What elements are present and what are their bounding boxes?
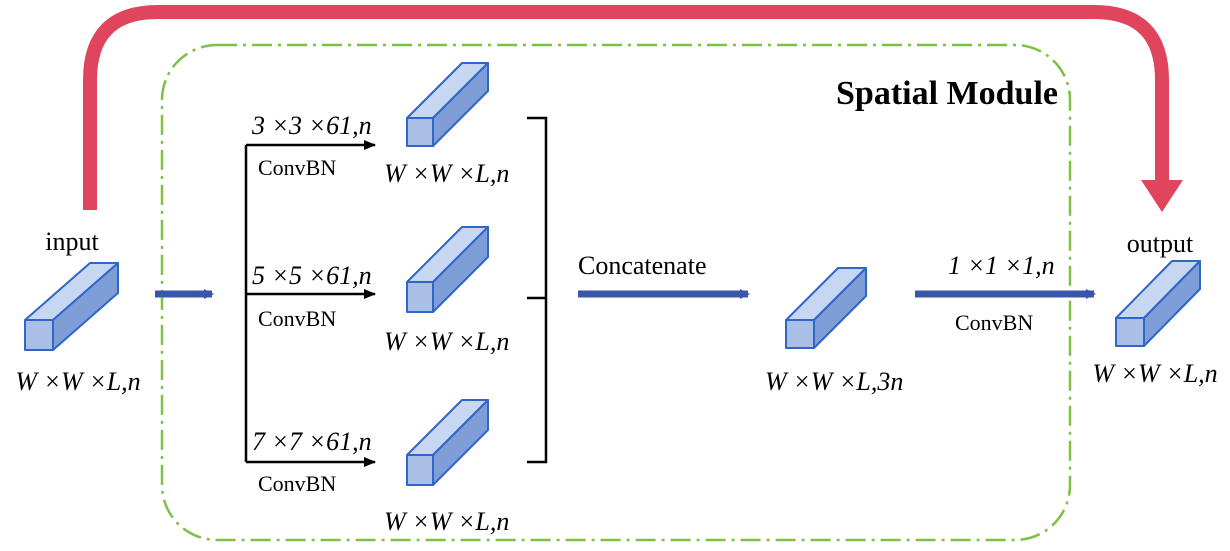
branch-1-dims: W ×W ×L,n <box>384 159 509 188</box>
branch-1-cube <box>406 62 489 147</box>
branch-3-kernel: 7 ×7 ×61,n <box>252 427 372 456</box>
output-dims: W ×W ×L,n <box>1092 359 1217 388</box>
branch-tree <box>244 140 376 467</box>
branch-3-dims: W ×W ×L,n <box>384 507 509 536</box>
input-dims: W ×W ×L,n <box>15 367 140 396</box>
branch-1-kernel: 3 ×3 ×61,n <box>251 111 372 140</box>
output-label: output <box>1127 229 1194 258</box>
branch-3-cube <box>406 399 489 486</box>
branch-2-op: ConvBN <box>258 306 336 331</box>
concat-label: Concatenate <box>578 251 707 280</box>
input-label: input <box>45 227 99 256</box>
skip-connection-arrow <box>83 5 1183 212</box>
final-conv-kernel: 1 ×1 ×1,n <box>948 251 1055 280</box>
branch-2-dims: W ×W ×L,n <box>384 327 509 356</box>
final-conv-op: ConvBN <box>955 310 1033 335</box>
branch-2-cube <box>406 226 489 313</box>
output-cube <box>1115 260 1201 347</box>
input-cube <box>24 262 119 351</box>
branch-1-op: ConvBN <box>258 155 336 180</box>
concat-cube <box>785 267 867 349</box>
branch-2-kernel: 5 ×5 ×61,n <box>252 261 372 290</box>
concat-bracket <box>527 116 548 464</box>
concat-dims: W ×W ×L,3n <box>765 367 903 396</box>
module-title: Spatial Module <box>836 75 1058 112</box>
branch-3-op: ConvBN <box>258 471 336 496</box>
